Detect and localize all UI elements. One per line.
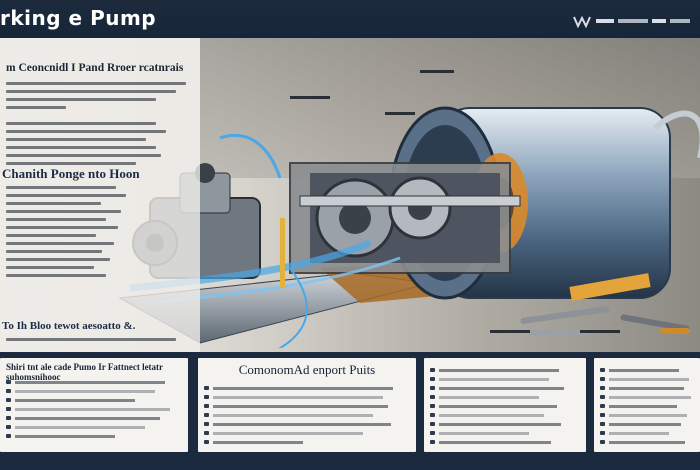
card-components: ComonomAd enport Puits xyxy=(198,358,416,452)
bullet-icon xyxy=(204,422,209,426)
bullet-icon xyxy=(430,422,435,426)
bullet-icon xyxy=(6,380,11,384)
bullet-icon xyxy=(430,395,435,399)
description-lines xyxy=(6,82,186,114)
feature-lines xyxy=(6,122,166,170)
card-operation xyxy=(424,358,586,452)
bullet-icon xyxy=(600,377,605,381)
bullet-icon xyxy=(6,398,11,402)
bullet-icon xyxy=(204,413,209,417)
bullet-icon xyxy=(6,407,11,411)
bullet-icon xyxy=(600,386,605,390)
bullet-icon xyxy=(430,431,435,435)
bullet-icon xyxy=(600,404,605,408)
section-heading-principle: Chanith Ponge nto Hoon xyxy=(2,166,140,181)
section-heading-maintenance: To Ih Bloo tewot aesoatto &. xyxy=(2,320,136,332)
pump-illustration xyxy=(118,106,700,348)
panel-subtitle: m Ceoncnidl I Pand Rroer rcatnrais xyxy=(6,62,184,74)
page-title: rking e Pump xyxy=(0,6,157,30)
bullet-icon xyxy=(6,389,11,393)
bullet-icon xyxy=(430,404,435,408)
illustration-area: m Ceoncnidl I Pand Rroer rcatnrais Chani… xyxy=(0,38,700,352)
bullet-icon xyxy=(6,416,11,420)
bullet-icon xyxy=(600,413,605,417)
bullet-icon xyxy=(430,386,435,390)
bullet-icon xyxy=(600,422,605,426)
tools-group xyxy=(520,273,690,335)
brand-logo-icon xyxy=(573,15,690,28)
card-4-lines xyxy=(600,366,694,447)
bullet-icon xyxy=(430,440,435,444)
bullet-icon xyxy=(204,395,209,399)
bullet-icon xyxy=(430,413,435,417)
bullet-icon xyxy=(6,434,11,438)
bullet-icon xyxy=(430,377,435,381)
card-2-title: ComonomAd enport Puits xyxy=(238,362,376,377)
bullet-icon xyxy=(600,395,605,399)
principle-lines xyxy=(6,186,126,282)
bullet-icon xyxy=(600,440,605,444)
ruler xyxy=(569,273,651,301)
bottom-card-strip: Shiri tnt ale cade Pumo Ir Fattnect leta… xyxy=(0,352,700,470)
card-1-title: Shiri tnt ale cade Pumo Ir Fattnect leta… xyxy=(6,362,163,382)
bullet-icon xyxy=(204,404,209,408)
wrench-icon xyxy=(520,306,610,324)
callout-markers xyxy=(290,70,620,333)
bullet-icon xyxy=(204,386,209,390)
header-bar: rking e Pump xyxy=(0,0,700,38)
card-pump-parts: Shiri tnt ale cade Pumo Ir Fattnect leta… xyxy=(0,358,188,452)
bullet-icon xyxy=(204,440,209,444)
left-description-panel: m Ceoncnidl I Pand Rroer rcatnrais Chani… xyxy=(0,38,200,352)
bullet-icon xyxy=(600,368,605,372)
card-2-lines xyxy=(204,384,410,447)
bullet-icon xyxy=(204,431,209,435)
pliers-icon xyxy=(620,314,690,334)
bullet-icon xyxy=(600,431,605,435)
bullet-icon xyxy=(6,425,11,429)
card-1-lines xyxy=(6,378,182,441)
maintenance-lines xyxy=(6,338,176,346)
card-3-lines xyxy=(430,366,580,447)
card-maintenance xyxy=(594,358,700,452)
bullet-icon xyxy=(430,368,435,372)
